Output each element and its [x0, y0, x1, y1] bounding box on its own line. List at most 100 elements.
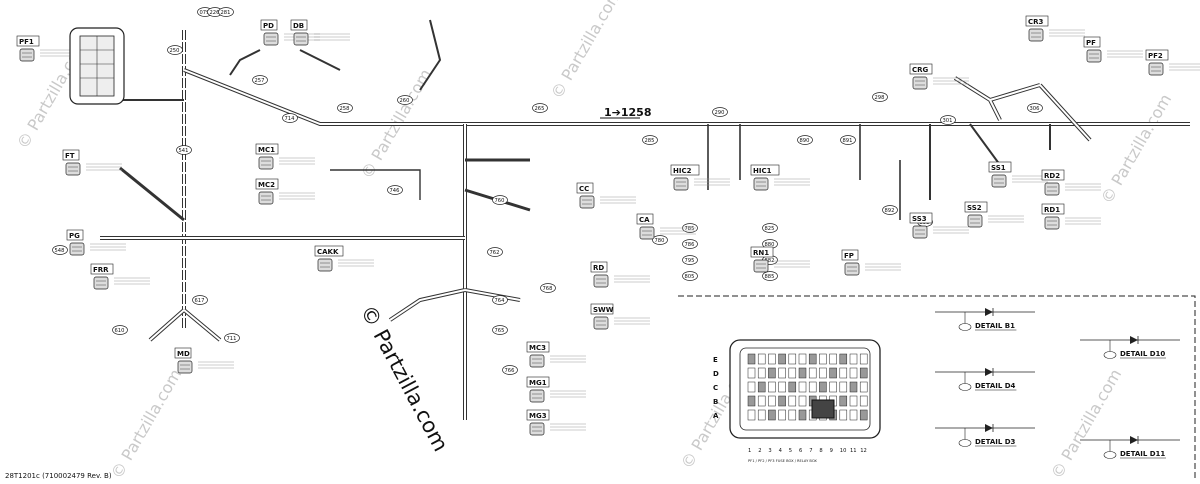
wire-ref-260: 260	[397, 95, 413, 105]
svg-text:785: 785	[685, 226, 695, 232]
fuse-col-7: 7	[809, 448, 812, 454]
partzilla-watermark: © Partzilla.com	[356, 301, 453, 455]
svg-text:617: 617	[195, 298, 205, 304]
connector-frr: FRR	[90, 263, 150, 290]
svg-text:290: 290	[715, 110, 725, 116]
footer-code: 28T1201c (710002479 Rev. B)	[5, 472, 112, 480]
svg-text:HIC2: HIC2	[673, 167, 692, 175]
connector-mc1: MC1	[255, 143, 315, 170]
main-harness	[100, 19, 1190, 420]
svg-text:764: 764	[495, 298, 506, 304]
svg-text:PF1: PF1	[19, 38, 34, 46]
fuse-col-8: 8	[819, 448, 822, 454]
wire-ref-885: 885	[762, 271, 778, 281]
wire-ref-301: 301	[940, 115, 956, 125]
connector-rd2: RD2	[1041, 169, 1101, 196]
connector-cakk: CAKK	[314, 245, 374, 272]
detail-panel-frame	[678, 295, 1196, 480]
main-callout: 1➔1258	[604, 106, 652, 119]
wire-ref-795: 795	[682, 255, 698, 265]
svg-text:880: 880	[765, 242, 775, 248]
svg-text:CR3: CR3	[1028, 18, 1044, 26]
fuse-row-d: D	[713, 370, 719, 378]
svg-text:610: 610	[115, 328, 125, 334]
wire-ref-257: 257	[252, 75, 268, 85]
connector-mg1: MG1	[526, 376, 586, 403]
svg-text:746: 746	[390, 188, 400, 194]
svg-text:541: 541	[179, 148, 189, 154]
wire-ref-250: 250	[167, 45, 183, 55]
svg-text:260: 260	[400, 98, 410, 104]
svg-text:SS2: SS2	[967, 204, 982, 212]
connector-ft: FT	[62, 149, 122, 176]
svg-text:HIC1: HIC1	[753, 167, 772, 175]
fuse-row-a: A	[713, 412, 719, 420]
svg-text:226: 226	[210, 10, 220, 16]
svg-text:890: 890	[800, 138, 810, 144]
wire-ref-265: 265	[532, 103, 548, 113]
wire-ref-746: 746	[387, 185, 403, 195]
detail-detail-d10: DETAIL D10	[1080, 336, 1180, 359]
wire-ref-258: 258	[337, 103, 353, 113]
svg-text:PG: PG	[69, 232, 80, 240]
wire-ref-541: 541	[176, 145, 192, 155]
svg-text:711: 711	[227, 336, 237, 342]
svg-text:DETAIL D10: DETAIL D10	[1120, 350, 1165, 358]
svg-text:765: 765	[495, 328, 505, 334]
connector-cc: CC	[576, 182, 636, 209]
connector-cr3: CR3	[1025, 15, 1085, 42]
svg-text:301: 301	[943, 118, 953, 124]
connector-mc2: MC2	[255, 178, 315, 205]
connector-fp: FP	[841, 249, 901, 276]
svg-text:SWW: SWW	[593, 306, 614, 314]
fuse-box-caption: PF1 / PF2 / PF3 FUSE BOX / RELAY BOX	[748, 459, 817, 463]
svg-text:CRG: CRG	[912, 66, 929, 74]
svg-text:MG1: MG1	[529, 379, 547, 387]
fuse-col-6: 6	[799, 448, 802, 454]
wire-ref-281: 281	[218, 7, 234, 17]
svg-text:FRR: FRR	[93, 266, 109, 274]
connector-ss2: SS2	[964, 201, 1024, 228]
connector-ca: CA	[636, 213, 696, 240]
wire-ref-290: 290	[712, 107, 728, 117]
wire-ref-805: 805	[682, 271, 698, 281]
svg-text:RD: RD	[593, 264, 604, 272]
wire-ref-892: 892	[882, 205, 898, 215]
detail-detail-d4: DETAIL D4	[935, 368, 1035, 391]
svg-text:DB: DB	[293, 22, 304, 30]
svg-text:265: 265	[535, 106, 545, 112]
wire-ref-766: 766	[502, 365, 518, 375]
svg-text:PF2: PF2	[1148, 52, 1163, 60]
fuse-box	[729, 339, 881, 439]
connector-hic1: HIC1	[750, 164, 810, 191]
svg-text:257: 257	[255, 78, 265, 84]
svg-text:298: 298	[875, 95, 885, 101]
connector-md: MD	[174, 347, 234, 374]
connector-db: DB	[290, 19, 350, 46]
svg-text:DETAIL B1: DETAIL B1	[975, 322, 1015, 330]
svg-text:766: 766	[505, 368, 515, 374]
svg-text:825: 825	[765, 226, 775, 232]
fuse-col-10: 10	[840, 448, 847, 454]
svg-text:285: 285	[645, 138, 655, 144]
fuse-col-5: 5	[789, 448, 792, 454]
connector-crg: CRG	[909, 63, 969, 90]
connector-rd1: RD1	[1041, 203, 1101, 230]
wire-ref-306: 306	[1027, 103, 1043, 113]
svg-text:786: 786	[685, 242, 695, 248]
connector-ss3: SS3	[909, 212, 969, 239]
detail-detail-b1: DETAIL B1	[935, 308, 1035, 331]
fuse-row-e: E	[713, 356, 718, 364]
wire-ref-780: 780	[652, 235, 668, 245]
svg-text:885: 885	[765, 274, 775, 280]
svg-text:RN1: RN1	[753, 249, 769, 257]
wire-ref-617: 617	[192, 295, 208, 305]
svg-text:MC3: MC3	[529, 344, 546, 352]
watermark-text: © Partzilla.com	[1097, 91, 1175, 207]
svg-text:DETAIL D11: DETAIL D11	[1120, 450, 1165, 458]
wire-ref-890: 890	[797, 135, 813, 145]
svg-text:FP: FP	[844, 252, 854, 260]
svg-text:795: 795	[685, 258, 695, 264]
svg-text:891: 891	[843, 138, 853, 144]
